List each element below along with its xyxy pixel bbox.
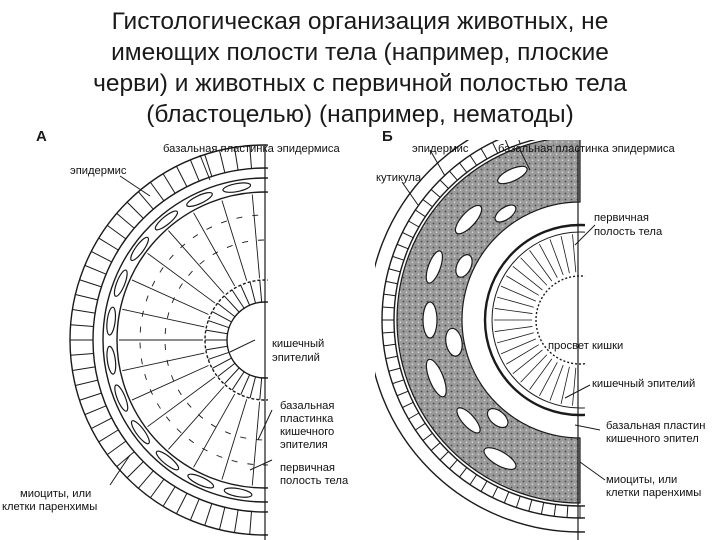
b-label-basal-lamina-gut-1: базальная пластин xyxy=(606,420,705,433)
b-label-gut-lumen: просвет кишки xyxy=(548,340,623,353)
title-line-2: имеющих полости тела (например, плоские xyxy=(0,37,720,68)
a-label-basal-lamina-epidermis: базальная пластинка эпидермиса xyxy=(163,143,340,156)
b-label-myocytes-2: клетки паренхимы xyxy=(606,487,701,500)
a-label-epidermis: эпидермис xyxy=(70,165,127,178)
a-label-myocytes-1: миоциты, или xyxy=(20,488,91,501)
title-line-4: (бластоцелью) (например, нематоды) xyxy=(0,99,720,130)
a-label-basal-lamina-gut-3: кишечного xyxy=(280,426,334,439)
panel-a-gut-cells xyxy=(205,280,262,400)
b-label-epidermis: эпидермис xyxy=(412,143,469,156)
b-label-basal-lamina-gut-2: кишечного эпител xyxy=(606,433,699,446)
a-label-basal-lamina-gut-1: базальная xyxy=(280,400,334,413)
a-label-primary-cavity-1: первичная xyxy=(280,462,335,475)
title-line-1: Гистологическая организация животных, не xyxy=(0,6,720,37)
slide-title: Гистологическая организация животных, не… xyxy=(0,6,720,130)
b-label-myocytes-1: миоциты, или xyxy=(606,474,677,487)
title-line-3: черви) и животных с первичной полостью т… xyxy=(0,68,720,99)
b-label-primary-cavity-1: первичная xyxy=(594,212,649,225)
a-label-gut-epithelium-1: кишечный xyxy=(272,338,324,351)
panel-b-letter: Б xyxy=(382,128,393,145)
a-label-basal-lamina-gut-4: эпителия xyxy=(280,439,328,452)
a-label-gut-epithelium-2: эпителий xyxy=(272,352,320,365)
a-label-primary-cavity-2: полость тела xyxy=(280,475,348,488)
b-label-primary-cavity-2: полость тела xyxy=(594,226,662,239)
a-label-basal-lamina-gut-2: пластинка xyxy=(280,413,333,426)
b-label-basal-lamina-epidermis: базальная пластинка эпидермиса xyxy=(498,143,675,156)
a-label-myocytes-2: клетки паренхимы xyxy=(2,501,97,514)
b-label-gut-epithelium: кишечный эпителий xyxy=(592,378,695,391)
panel-a-letter: А xyxy=(36,128,47,145)
b-label-cuticle: кутикула xyxy=(376,172,421,185)
